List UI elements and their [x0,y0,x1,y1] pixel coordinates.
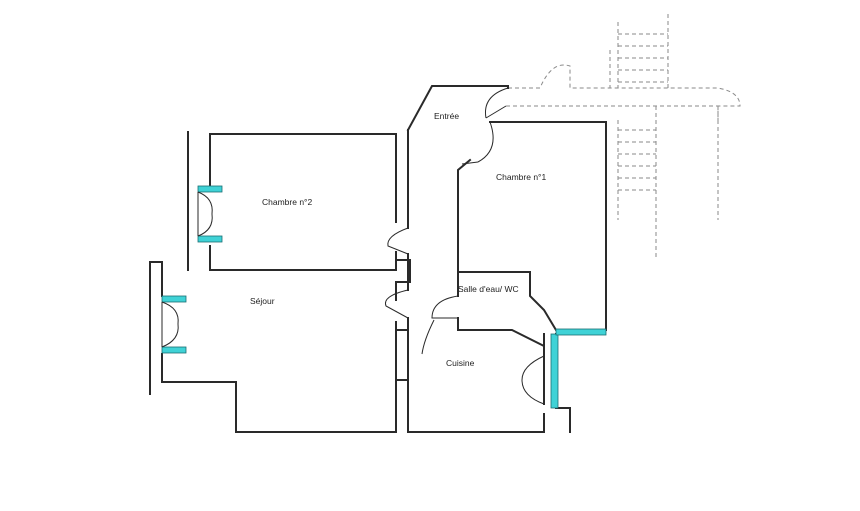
door-cuisine-window [521,355,545,405]
door-chambre-2-window [197,191,213,237]
window-cuisine [550,333,559,409]
window-chambre-1 [555,328,607,336]
door-entree [484,87,509,119]
room-sejour-walls [149,259,411,433]
room-salle-eau-walls [457,271,545,348]
window-chambre-2-top [197,185,223,193]
door-chambre-2 [387,227,409,255]
label-chambre-1: Chambre n°1 [496,172,546,182]
door-chambre-1 [461,121,494,165]
window-chambre-2-bottom [197,235,223,243]
door-salle-eau [421,295,459,355]
door-sejour [384,289,409,319]
window-sejour-top [161,295,187,303]
stairs-lower [617,120,656,220]
stairs-upper [617,14,669,88]
label-sejour: Séjour [250,296,275,306]
label-salle-eau: Salle d'eau/ WC [458,284,519,294]
room-entree-walls [406,85,607,433]
label-entree: Entrée [434,111,459,121]
dashed-exterior-outline [506,50,741,260]
room-chambre-2-walls [187,131,397,271]
label-cuisine: Cuisine [446,358,475,368]
label-chambre-2: Chambre n°2 [262,197,312,207]
window-sejour-bottom [161,346,187,354]
door-sejour-window [161,301,179,348]
